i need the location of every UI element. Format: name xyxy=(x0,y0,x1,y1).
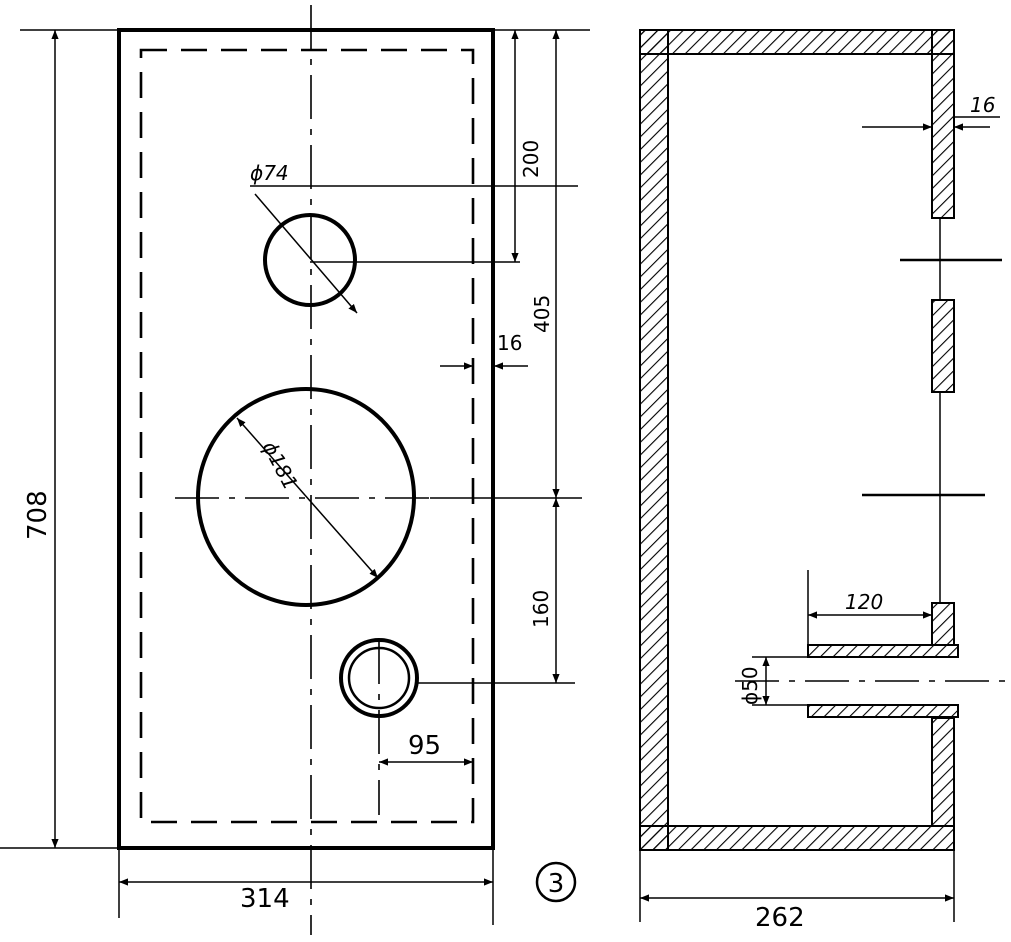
depth-label: 262 xyxy=(755,903,805,933)
figure-number: 3 xyxy=(535,861,577,903)
height-label: 708 xyxy=(23,490,53,540)
section-view: 16 120 ϕ50 262 xyxy=(639,29,1008,933)
tweeter-hole xyxy=(263,213,357,307)
section-bottom-wall xyxy=(639,825,955,851)
inner-wall-dashed-outline xyxy=(139,48,475,824)
port-inner-ring xyxy=(347,646,411,710)
tweeter-diameter-line xyxy=(254,193,358,314)
wall-thickness-label: 16 xyxy=(497,331,522,355)
width-label: 314 xyxy=(240,884,290,914)
port-length-label: 120 xyxy=(845,590,883,614)
section-front-wall-lower xyxy=(931,602,955,646)
front-view: ϕ74 ϕ181 708 200 405 160 16 95 xyxy=(0,5,590,935)
section-wall-thickness-label: 16 xyxy=(970,93,995,117)
section-front-wall-mid xyxy=(931,299,955,393)
section-top-wall xyxy=(639,29,955,55)
woofer-height-label: 405 xyxy=(530,295,554,333)
port-tube-top-wall xyxy=(807,644,959,658)
woofer-diameter-line xyxy=(236,417,379,579)
front-panel-outline xyxy=(117,28,495,850)
figure-number-circle xyxy=(535,861,577,903)
tweeter-diameter-label: ϕ74 xyxy=(250,161,289,185)
section-front-wall-bottom xyxy=(931,717,955,827)
port-spacing-label: 160 xyxy=(529,590,553,628)
port-diameter-label: ϕ50 xyxy=(738,666,762,705)
port-tube-bottom-wall xyxy=(807,704,959,718)
figure-number-label: 3 xyxy=(548,869,565,899)
section-front-wall-upper xyxy=(931,29,955,219)
section-back-wall xyxy=(639,29,669,851)
woofer-diameter-label: ϕ181 xyxy=(258,437,303,494)
woofer-hole xyxy=(196,387,416,607)
tweeter-height-label: 200 xyxy=(519,140,543,178)
port-offset-label: 95 xyxy=(408,731,441,761)
port-outer-ring xyxy=(339,638,419,718)
